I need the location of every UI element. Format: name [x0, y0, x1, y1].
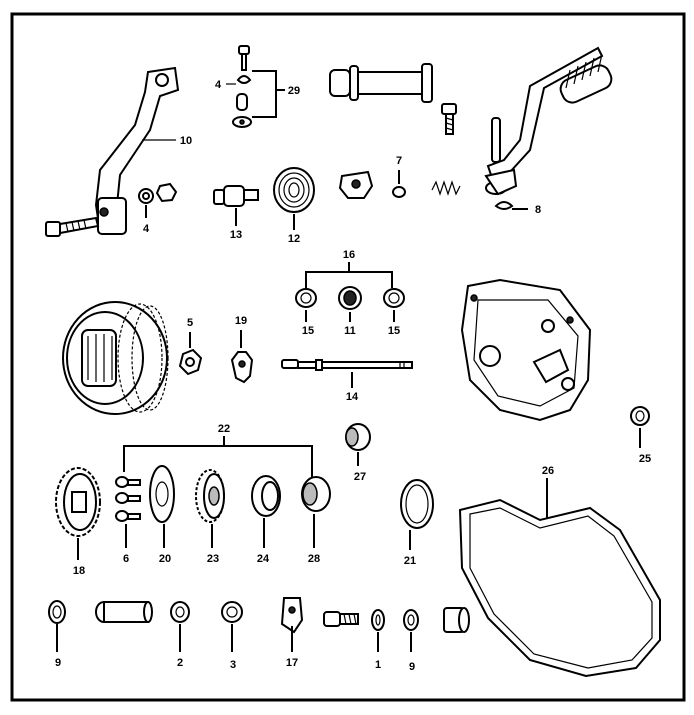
part-6-screws [115, 476, 141, 522]
part-10-lever [94, 66, 180, 235]
small-bolt-icon [441, 103, 457, 135]
callout-14: 14 [346, 391, 359, 403]
part-23-gear [195, 469, 225, 523]
part-9-ring-left [48, 600, 66, 624]
part-27-bushing [345, 423, 371, 451]
part-26-gasket [458, 498, 661, 678]
part-7-washer [392, 186, 406, 198]
callout-21: 21 [404, 555, 416, 567]
clutch-sprocket-icon [62, 301, 169, 415]
callout-29: 29 [288, 85, 300, 97]
callout-4b: 4 [143, 223, 150, 235]
part-28-bushing [301, 476, 331, 512]
callout-10: 10 [180, 135, 192, 147]
part-13-bolt [213, 185, 259, 207]
pawl-icon [338, 170, 374, 199]
callout-8: 8 [535, 204, 541, 216]
pin-sleeve-icon [95, 601, 153, 623]
nut-cap-icon [443, 607, 470, 633]
part-12-spring [273, 167, 315, 213]
callout-7: 7 [396, 155, 402, 167]
bracket-29 [252, 70, 285, 118]
part-18-gear [55, 467, 101, 537]
clip-8-icon [494, 201, 514, 210]
callout-15b: 15 [388, 325, 400, 337]
callout-3: 3 [230, 659, 236, 671]
part-1-washer [371, 609, 385, 631]
hex-bolt-icon [323, 611, 359, 627]
part-29-group [232, 45, 252, 128]
primary-case-icon [460, 278, 592, 422]
callout-19: 19 [235, 315, 247, 327]
callout-9b: 9 [409, 661, 415, 673]
part-20-plate [149, 465, 175, 523]
callout-22: 22 [218, 423, 230, 435]
part-14-shaft [281, 359, 413, 371]
part-15-bushing-left [295, 288, 317, 308]
callout-24: 24 [257, 553, 270, 565]
callout-11: 11 [344, 325, 356, 337]
callout-28: 28 [308, 553, 320, 565]
callout-23: 23 [207, 553, 219, 565]
kickstart-pedal-icon [484, 46, 613, 196]
part-25-bushing [630, 406, 650, 426]
callout-15a: 15 [302, 325, 314, 337]
callout-6: 6 [123, 553, 129, 565]
part-11-bearing [338, 286, 362, 310]
callout-2: 2 [177, 657, 183, 669]
callout-5: 5 [187, 317, 193, 329]
nut-4 [155, 182, 178, 203]
callout-12: 12 [288, 233, 300, 245]
part-9-ring-right [403, 609, 419, 631]
callout-20: 20 [159, 553, 171, 565]
pivot-shaft-icon [329, 63, 433, 103]
callout-27: 27 [354, 471, 366, 483]
part-21-ring [400, 479, 434, 529]
callout-16: 16 [343, 249, 355, 261]
callout-17: 17 [286, 657, 298, 669]
callout-18: 18 [73, 565, 85, 577]
part-3-washer [221, 601, 243, 623]
part-24-bushing [251, 475, 281, 517]
coil-spring-icon [431, 180, 461, 196]
part-17-lockplate [280, 597, 304, 634]
bolt-icon [45, 216, 100, 237]
callout-25: 25 [639, 453, 651, 465]
callout-9a: 9 [55, 657, 61, 669]
part-2-washer [170, 601, 190, 623]
callout-4a: 4 [215, 79, 222, 91]
part-15-bushing-right [383, 288, 405, 308]
bracket-22 [123, 436, 313, 478]
bracket-16 [305, 262, 393, 288]
callout-1: 1 [375, 659, 381, 671]
callout-13: 13 [230, 229, 242, 241]
callout-26: 26 [542, 465, 554, 477]
